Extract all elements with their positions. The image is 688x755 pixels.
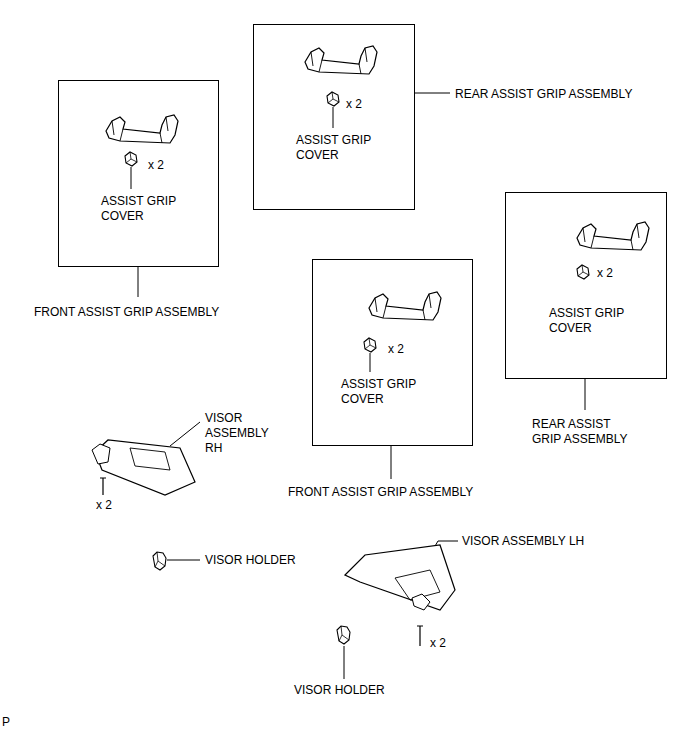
quantity-label: x 2: [388, 342, 404, 357]
part-box: x 2ASSIST GRIP COVERREAR ASSIST GRIP ASS…: [253, 24, 415, 210]
assembly-name: REAR ASSIST GRIP ASSEMBLY: [532, 417, 642, 447]
assembly-name: FRONT ASSIST GRIP ASSEMBLY: [288, 485, 473, 500]
leader-lines: [131, 93, 585, 679]
part-name: ASSIST GRIP COVER: [296, 133, 381, 163]
part-name: VISOR ASSEMBLY RH: [205, 411, 289, 456]
assembly-name: REAR ASSIST GRIP ASSEMBLY: [455, 87, 632, 102]
part-name: VISOR ASSEMBLY LH: [462, 534, 584, 549]
assembly-name: FRONT ASSIST GRIP ASSEMBLY: [34, 305, 219, 320]
part-name: ASSIST GRIP COVER: [341, 377, 426, 407]
part-name: VISOR HOLDER: [294, 683, 385, 698]
quantity-label: x 2: [148, 158, 164, 173]
quantity-label: x 2: [430, 636, 446, 651]
quantity-label: x 2: [346, 97, 362, 112]
quantity-label: x 2: [597, 266, 613, 281]
part-name: ASSIST GRIP COVER: [101, 194, 186, 224]
part-name: ASSIST GRIP COVER: [549, 306, 634, 336]
part-box: x 2ASSIST GRIP COVERREAR ASSIST GRIP ASS…: [505, 192, 667, 379]
quantity-label: x 2: [96, 498, 112, 513]
part-name: VISOR HOLDER: [205, 553, 296, 568]
page-marker: P: [2, 715, 10, 730]
visor-drawings: [92, 440, 455, 646]
part-box: x 2ASSIST GRIP COVERFRONT ASSIST GRIP AS…: [312, 259, 473, 446]
part-box: x 2ASSIST GRIP COVERFRONT ASSIST GRIP AS…: [58, 80, 219, 267]
